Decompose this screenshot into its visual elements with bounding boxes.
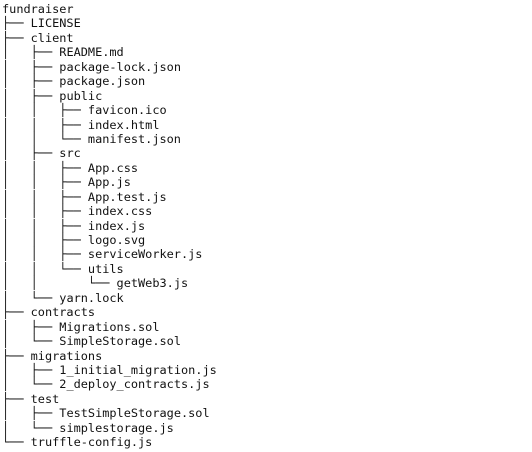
file-name: index.js — [87, 218, 146, 233]
tree-entry-file: │ └── simplestorage.js — [2, 421, 532, 435]
tree-branch: ├── — [2, 30, 31, 45]
tree-branch: │ │ ├── — [2, 175, 88, 190]
file-name: index.css — [87, 204, 153, 219]
tree-entry-file: │ └── yarn.lock — [2, 291, 532, 305]
tree-entry-file: │ │ ├── logo.svg — [2, 233, 532, 247]
tree-branch: │ │ └── — [2, 131, 88, 146]
folder-name: migrations — [30, 348, 103, 363]
tree-entry-file: │ └── 2_deploy_contracts.js — [2, 377, 532, 391]
tree-entry-file: │ │ ├── App.js — [2, 175, 532, 189]
tree-entry-folder: ├── test — [2, 392, 532, 406]
tree-entry-file: │ ├── package-lock.json — [2, 60, 532, 74]
tree-branch: │ └── — [2, 377, 60, 392]
tree-branch: │ └── — [2, 420, 60, 435]
tree-branch: │ ├── — [2, 45, 60, 60]
file-name: yarn.lock — [59, 290, 124, 305]
tree-entry-file: │ ├── Migrations.sol — [2, 320, 532, 334]
tree-branch: │ ├── — [2, 406, 60, 421]
tree-entry-file: │ │ ├── index.js — [2, 219, 532, 233]
file-name: truffle-config.js — [30, 435, 153, 450]
tree-branch: │ ├── — [2, 146, 60, 161]
tree-entry-file: │ ├── package.json — [2, 74, 532, 88]
file-name: LICENSE — [30, 16, 81, 31]
tree-branch: │ │ ├── — [2, 117, 88, 132]
file-name: getWeb3.js — [116, 276, 189, 291]
tree-branch: ├── — [2, 391, 31, 406]
tree-branch: │ │ ├── — [2, 247, 88, 262]
tree-branch: │ ├── — [2, 88, 60, 103]
tree-branch: │ │ ├── — [2, 103, 88, 118]
folder-name: public — [59, 88, 103, 103]
tree-entry-file: │ ├── TestSimpleStorage.sol — [2, 406, 532, 420]
tree-entry-file: │ └── SimpleStorage.sol — [2, 334, 532, 348]
tree-entry-file: │ ├── README.md — [2, 45, 532, 59]
tree-entry-file: └── truffle-config.js — [2, 435, 532, 449]
file-name: 1_initial_migration.js — [59, 362, 217, 377]
tree-branch: │ ├── — [2, 319, 60, 334]
folder-name: test — [30, 391, 60, 406]
tree-branch: │ │ ├── — [2, 160, 88, 175]
tree-branch: │ ├── — [2, 362, 60, 377]
tree-entry-folder: ├── contracts — [2, 305, 532, 319]
root-folder-name: fundraiser — [2, 2, 74, 16]
tree-entry-folder: ├── migrations — [2, 349, 532, 363]
tree-entry-file: │ │ ├── index.css — [2, 204, 532, 218]
tree-entry-folder: │ │ └── utils — [2, 262, 532, 276]
file-name: App.test.js — [87, 189, 167, 204]
tree-branch: │ │ ├── — [2, 204, 88, 219]
file-name: App.css — [87, 160, 139, 175]
file-name: index.html — [87, 117, 160, 132]
tree-entry-file: │ │ ├── App.test.js — [2, 190, 532, 204]
tree-entry-folder: ├── client — [2, 31, 532, 45]
tree-entry-file: ├── LICENSE — [2, 16, 532, 30]
tree-branch: │ │ └── — [2, 276, 117, 291]
file-name: 2_deploy_contracts.js — [59, 377, 210, 392]
tree-branch: ├── — [2, 16, 31, 31]
tree-branch: │ │ ├── — [2, 189, 88, 204]
tree-branch: └── — [2, 435, 31, 450]
folder-name: src — [59, 146, 81, 161]
tree-entry-folder: │ ├── src — [2, 146, 532, 160]
tree-root: fundraiser — [2, 2, 532, 16]
tree-entry-file: │ │ └── getWeb3.js — [2, 276, 532, 290]
folder-name: client — [30, 30, 74, 45]
file-name: App.js — [87, 175, 131, 190]
file-name: simplestorage.js — [59, 420, 174, 435]
file-name: package-lock.json — [59, 59, 181, 74]
tree-entry-file: │ │ ├── App.css — [2, 161, 532, 175]
file-name: README.md — [59, 45, 124, 60]
file-name: logo.svg — [87, 233, 146, 247]
tree-branch: │ └── — [2, 334, 60, 349]
tree-entry-file: │ ├── 1_initial_migration.js — [2, 363, 532, 377]
tree-branch: │ ├── — [2, 59, 60, 74]
tree-branch: ├── — [2, 348, 31, 363]
tree-branch: │ └── — [2, 290, 60, 305]
file-name: serviceWorker.js — [87, 247, 203, 262]
tree-entry-file: │ │ ├── index.html — [2, 118, 532, 132]
tree-entry-folder: │ ├── public — [2, 89, 532, 103]
file-name: TestSimpleStorage.sol — [59, 406, 210, 421]
file-name: manifest.json — [87, 131, 181, 146]
folder-name: utils — [87, 261, 124, 276]
file-name: package.json — [59, 74, 146, 89]
tree-entry-file: │ │ ├── serviceWorker.js — [2, 247, 532, 261]
tree-branch: ├── — [2, 305, 31, 320]
file-name: Migrations.sol — [59, 319, 160, 334]
tree-entry-file: │ │ ├── favicon.ico — [2, 103, 532, 117]
tree-branch: │ │ └── — [2, 261, 88, 276]
tree-branch: │ ├── — [2, 74, 60, 89]
tree-branch: │ │ ├── — [2, 233, 88, 247]
folder-name: contracts — [30, 305, 96, 320]
file-name: favicon.ico — [87, 103, 167, 118]
tree-entry-file: │ │ └── manifest.json — [2, 132, 532, 146]
file-name: SimpleStorage.sol — [59, 334, 181, 349]
tree-branch: │ │ ├── — [2, 218, 88, 233]
